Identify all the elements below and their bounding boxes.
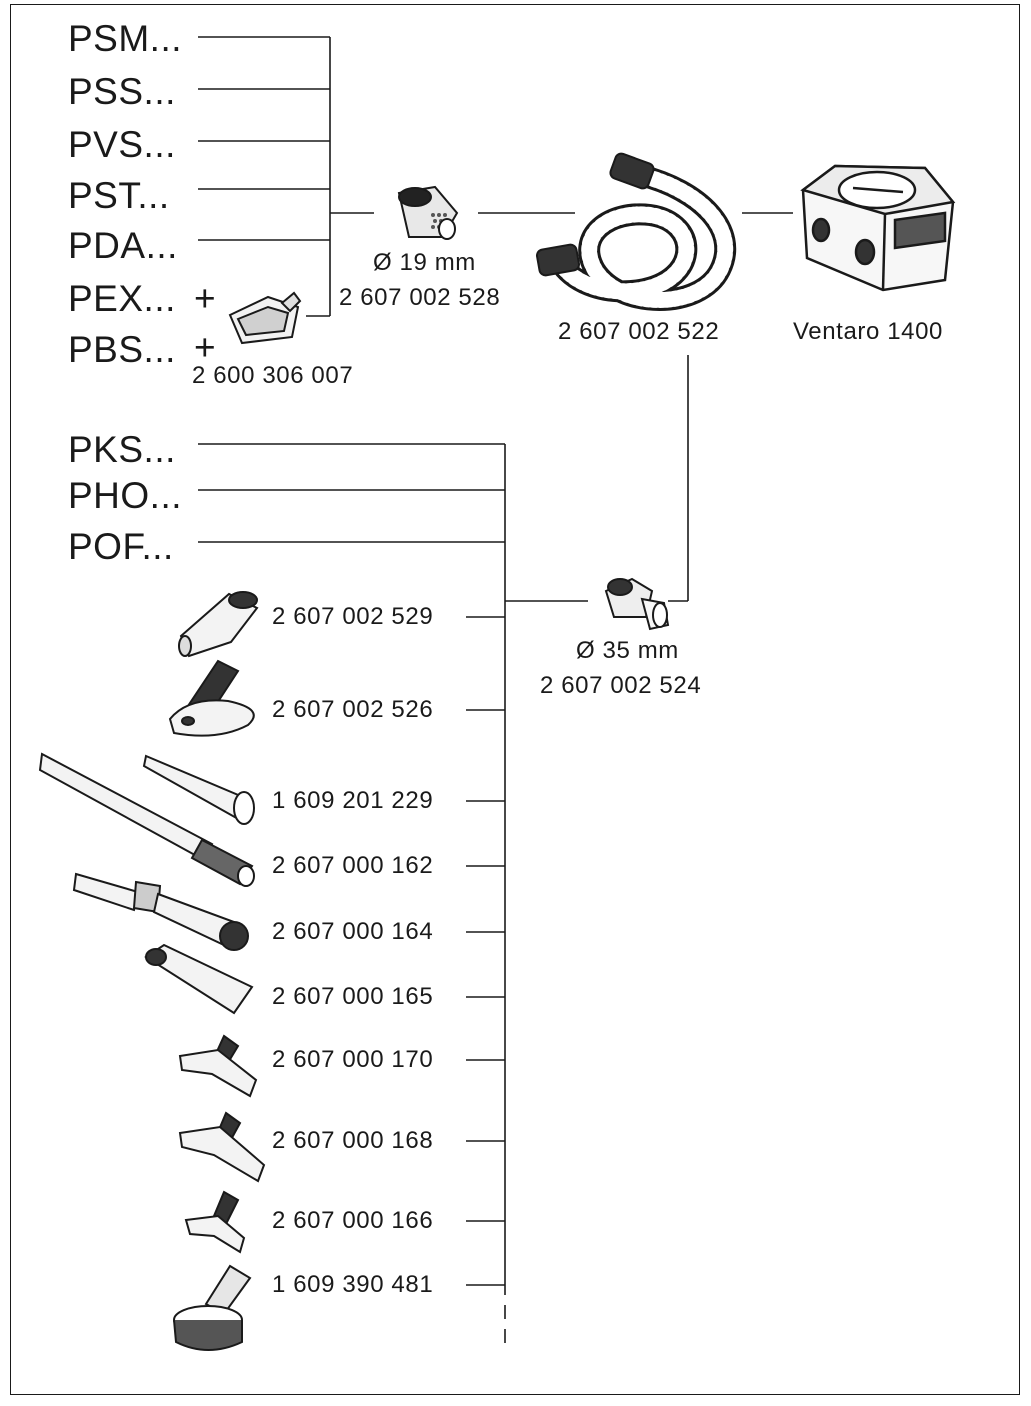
accessory-part-number: 1 609 390 481	[272, 1273, 433, 1297]
accessory-part-number: 2 607 002 526	[272, 698, 433, 722]
accessory-part-number: 2 607 000 164	[272, 920, 433, 944]
extension-tube-162-icon	[40, 754, 254, 886]
accessory-part-number: 1 609 201 229	[272, 789, 433, 813]
adapter-35-diameter: Ø 35 mm	[576, 639, 679, 663]
tool-label-psm: PSM...	[68, 20, 182, 57]
upholstery-170-icon	[180, 1036, 256, 1096]
plus-sign-pex: +	[194, 280, 216, 317]
accessory-part-number: 2 607 000 168	[272, 1129, 433, 1153]
adapter-35-part-number: 2 607 002 524	[540, 674, 701, 698]
upholstery-168-icon	[180, 1113, 264, 1181]
pex-adapter-part-number: 2 600 306 007	[192, 364, 353, 388]
accessory-part-number: 2 607 000 170	[272, 1048, 433, 1072]
accessory-part-number: 2 607 000 165	[272, 985, 433, 1009]
brush-166-icon	[186, 1192, 244, 1252]
tool-label-pst: PST...	[68, 177, 170, 214]
crevice-229-icon	[144, 756, 254, 824]
vacuum-icon	[803, 166, 953, 290]
accessory-part-number: 2 607 000 162	[272, 854, 433, 878]
tool-label-pks: PKS...	[68, 431, 176, 468]
pex-adapter-icon	[230, 293, 300, 343]
handle-164-icon	[74, 874, 248, 950]
accessory-part-number: 2 607 002 529	[272, 605, 433, 629]
nozzle-529-icon	[179, 592, 257, 656]
adapter-19mm-icon	[399, 187, 457, 239]
tool-label-pss: PSS...	[68, 73, 176, 110]
tool-label-pof: POF...	[68, 528, 174, 565]
tool-label-pbs: PBS...	[68, 331, 176, 368]
round-brush-481-icon	[174, 1266, 250, 1350]
tool-label-pex: PEX...	[68, 280, 176, 317]
vacuum-name: Ventaro 1400	[793, 320, 943, 344]
adapter-19-diameter: Ø 19 mm	[373, 251, 476, 275]
plus-sign-pbs: +	[194, 329, 216, 366]
hose-icon	[536, 152, 725, 300]
crevice-165-icon	[146, 945, 252, 1013]
tool-label-pda: PDA...	[68, 227, 178, 264]
hose-part-number: 2 607 002 522	[558, 320, 719, 344]
floor-nozzle-526-icon	[170, 661, 254, 736]
adapter-19-part-number: 2 607 002 528	[339, 286, 500, 310]
adapter-35mm-icon	[606, 579, 668, 629]
tool-label-pho: PHO...	[68, 477, 182, 514]
accessory-part-number: 2 607 000 166	[272, 1209, 433, 1233]
tool-label-pvs: PVS...	[68, 126, 176, 163]
